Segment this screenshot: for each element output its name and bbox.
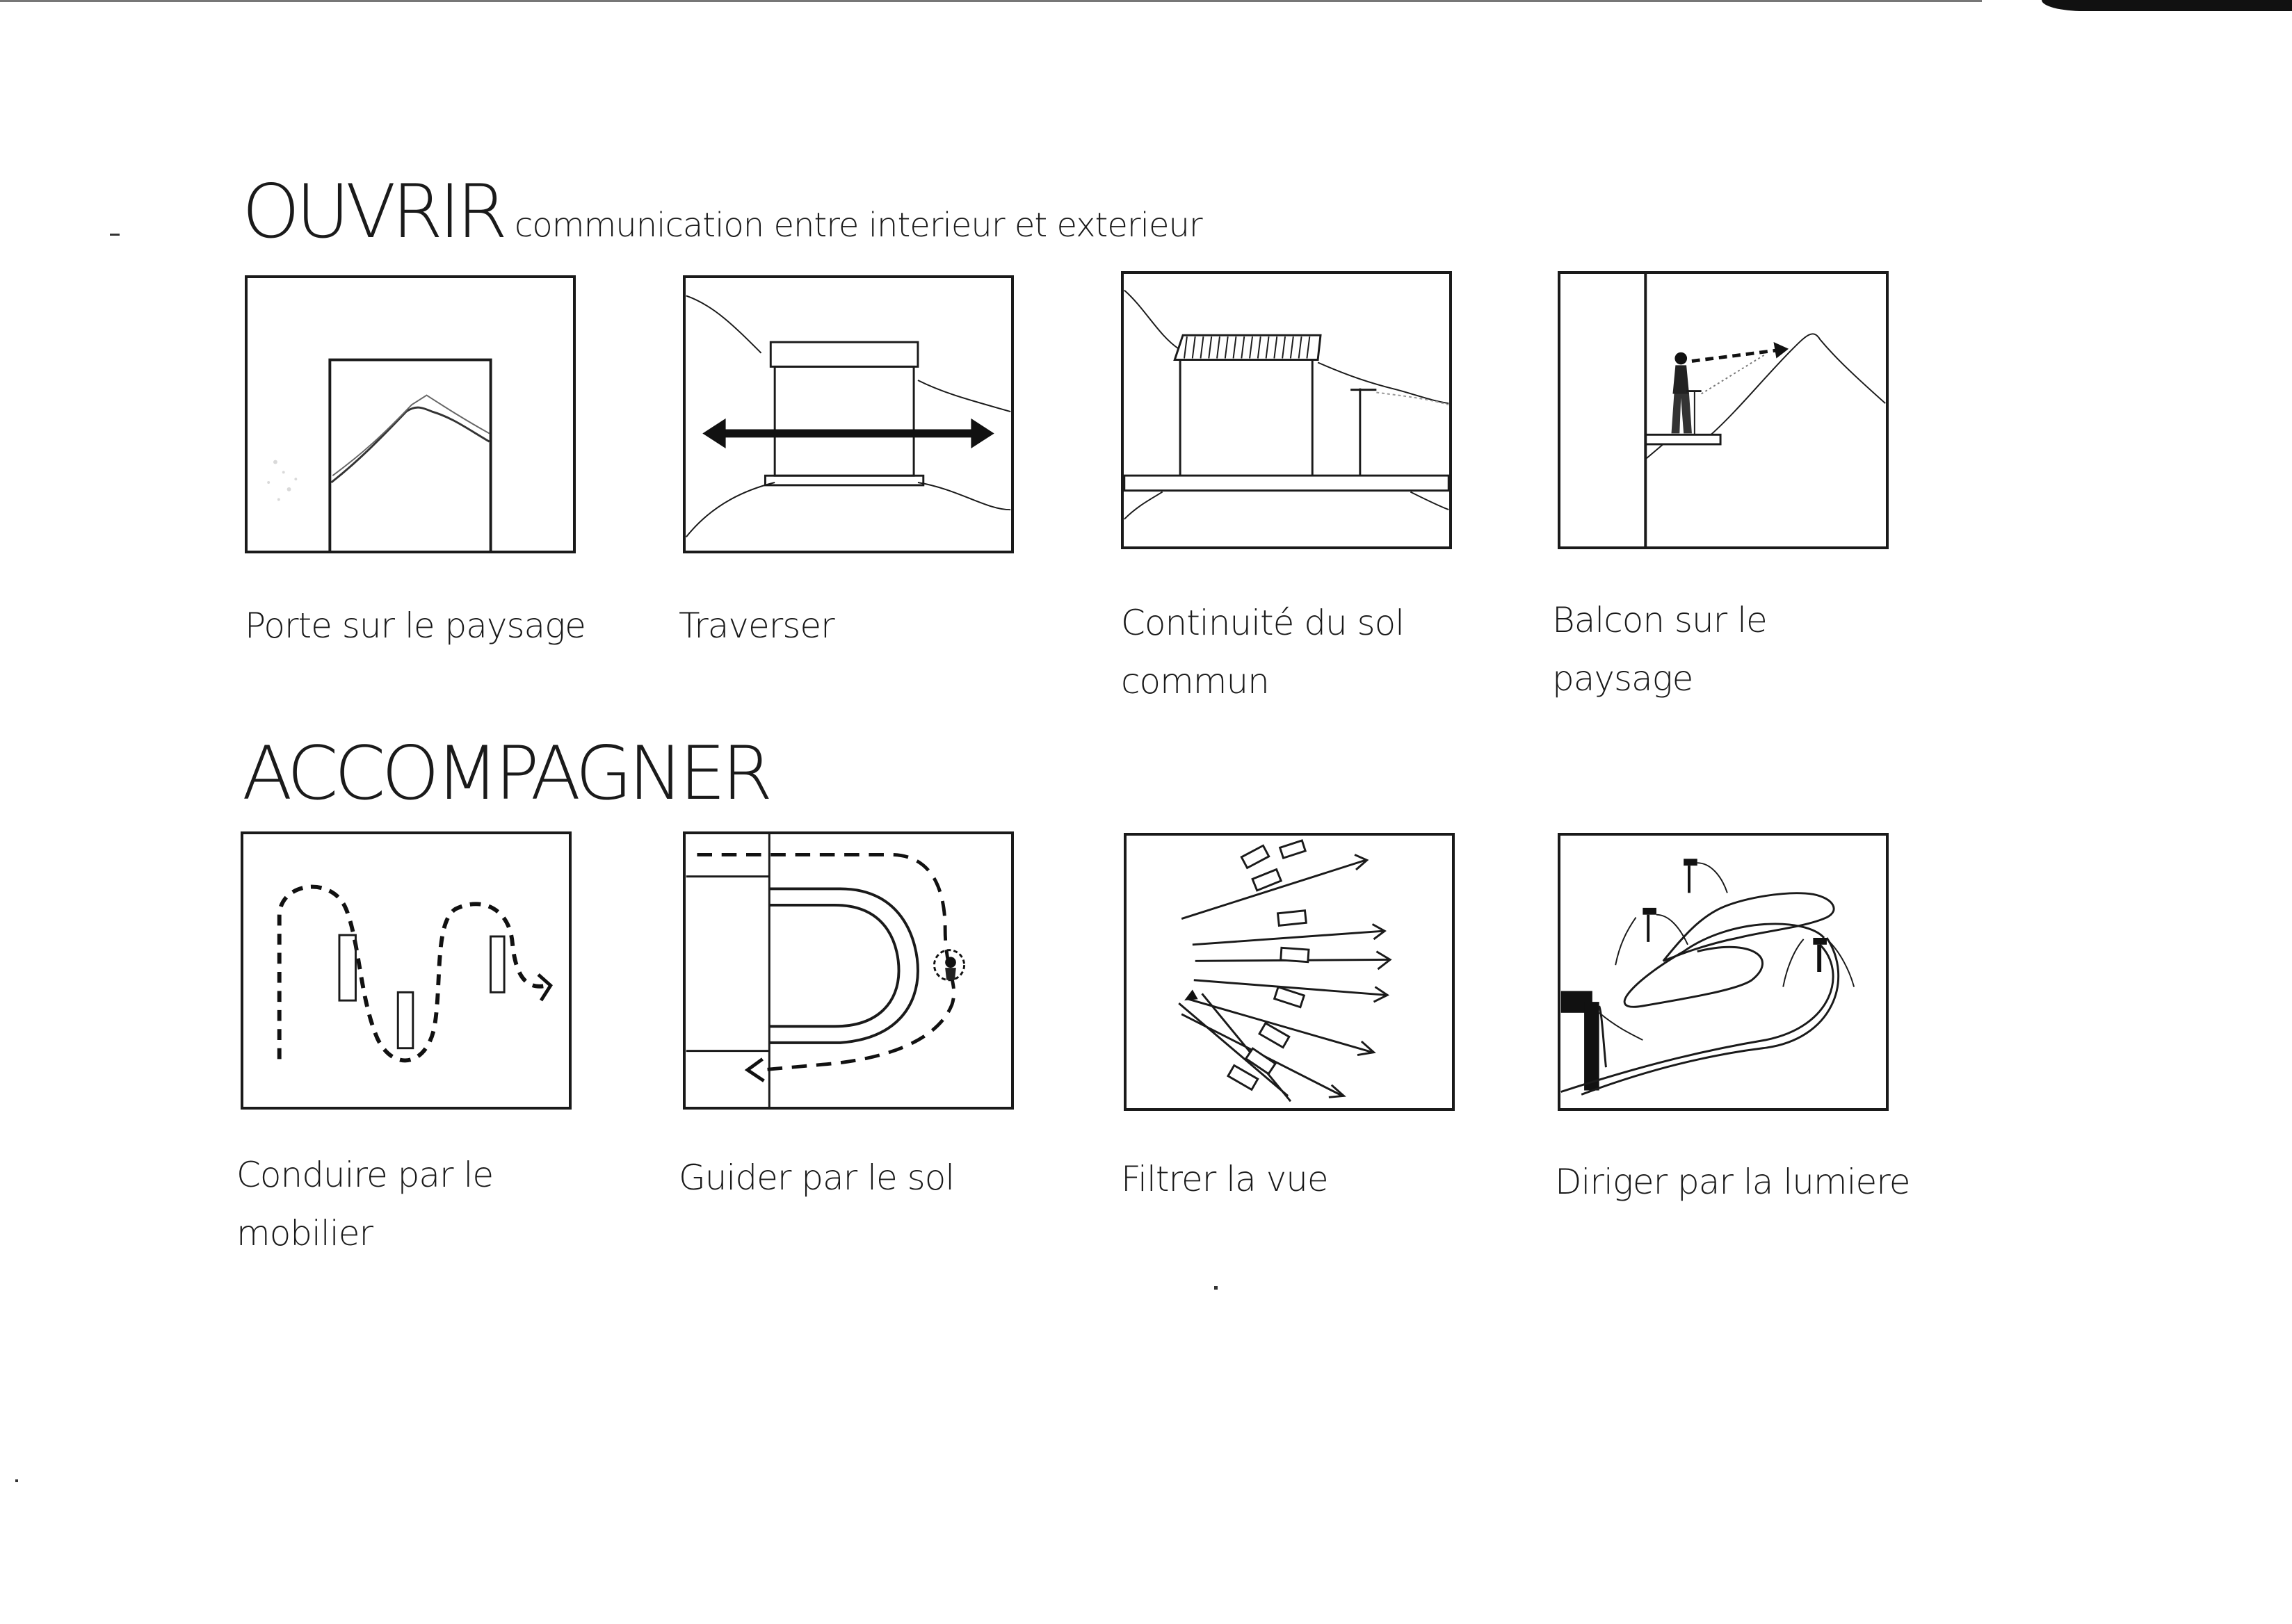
panel-filtrer-la-vue [1124,833,1455,1111]
scan-edge-line [0,0,1982,2]
floor-guide-icon [686,834,966,1107]
crossing-house-icon [686,295,1011,538]
filtered-view-icon [1178,839,1392,1103]
ground-continuity-icon [1124,289,1449,520]
section-title-accompagner: ACCOMPAGNER [242,731,773,816]
light-path-icon [1560,859,1855,1096]
caption-conduire-par-le-mobilier: Conduire par le mobilier [236,1155,494,1253]
panel-diriger-par-la-lumiere [1558,833,1889,1111]
caption-traverser: Traverser [679,606,835,646]
caption-balcon-sur-le-paysage: Balcon sur le paysage [1552,600,1768,699]
caption-diriger-par-la-lumiere: Diriger par la lumiere [1555,1162,1910,1202]
caption-filtrer-la-vue: Filtrer la vue [1121,1159,1329,1199]
scan-speck [110,234,120,236]
panel-traverser [683,275,1014,553]
section-subtitle-ouvrir: communication entre interieur et exterie… [515,206,1203,245]
panel-balcon-sur-le-paysage [1558,271,1889,549]
balcony-landscape-icon [1644,274,1886,546]
panel-porte-sur-le-paysage [245,275,576,553]
scan-speck [1214,1286,1218,1290]
caption-guider-par-le-sol: Guider par le sol [679,1158,955,1198]
caption-porte-sur-le-paysage: Porte sur le paysage [245,606,586,646]
panel-guider-par-le-sol [683,831,1014,1110]
furniture-path-icon [277,884,553,1063]
section-title-ouvrir: OUVRIR [242,169,508,254]
panel-conduire-par-le-mobilier [241,831,572,1110]
scan-speck [15,1479,18,1482]
scan-smudge [2042,0,2292,11]
door-landscape-icon [267,358,492,551]
caption-continuite-du-sol-commun: Continuité du sol commun [1121,603,1405,701]
panel-continuite-du-sol-commun [1121,271,1452,549]
